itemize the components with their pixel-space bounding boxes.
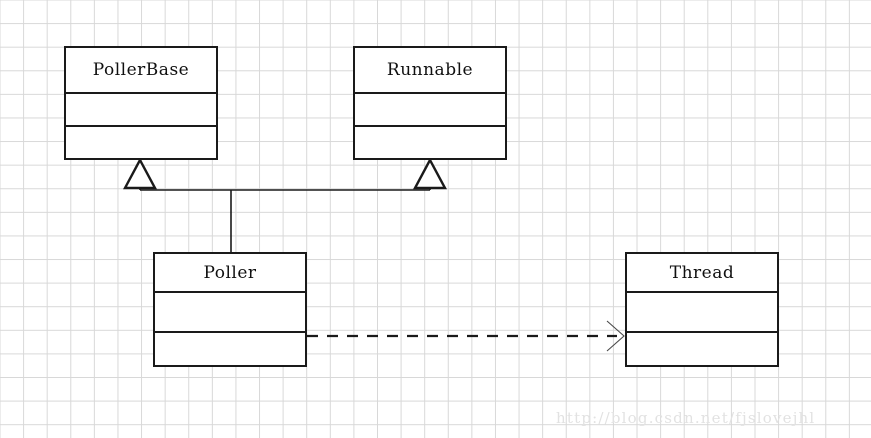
uml-class-thread[interactable]: Thread (625, 252, 779, 367)
uml-attributes-poller (155, 293, 305, 333)
uml-operations-poller (155, 333, 305, 365)
uml-attributes-pollerbase (66, 94, 216, 127)
uml-class-poller[interactable]: Poller (153, 252, 307, 367)
generalization-arrowhead-pollerbase (122, 157, 158, 190)
uml-class-name-thread: Thread (627, 254, 777, 293)
uml-class-runnable[interactable]: Runnable (353, 46, 507, 160)
uml-attributes-runnable (355, 94, 505, 127)
uml-class-name-runnable: Runnable (355, 48, 505, 94)
uml-class-name-pollerbase: PollerBase (66, 48, 216, 94)
uml-operations-thread (627, 333, 777, 365)
generalization-arrowhead-runnable (412, 157, 448, 190)
uml-class-name-poller: Poller (155, 254, 305, 293)
watermark-text: http://blog.csdn.net/fjslovejhl (556, 409, 816, 427)
uml-class-pollerbase[interactable]: PollerBase (64, 46, 218, 160)
uml-operations-runnable (355, 127, 505, 158)
uml-attributes-thread (627, 293, 777, 333)
uml-operations-pollerbase (66, 127, 216, 158)
dependency-arrowhead-thread (606, 320, 625, 352)
